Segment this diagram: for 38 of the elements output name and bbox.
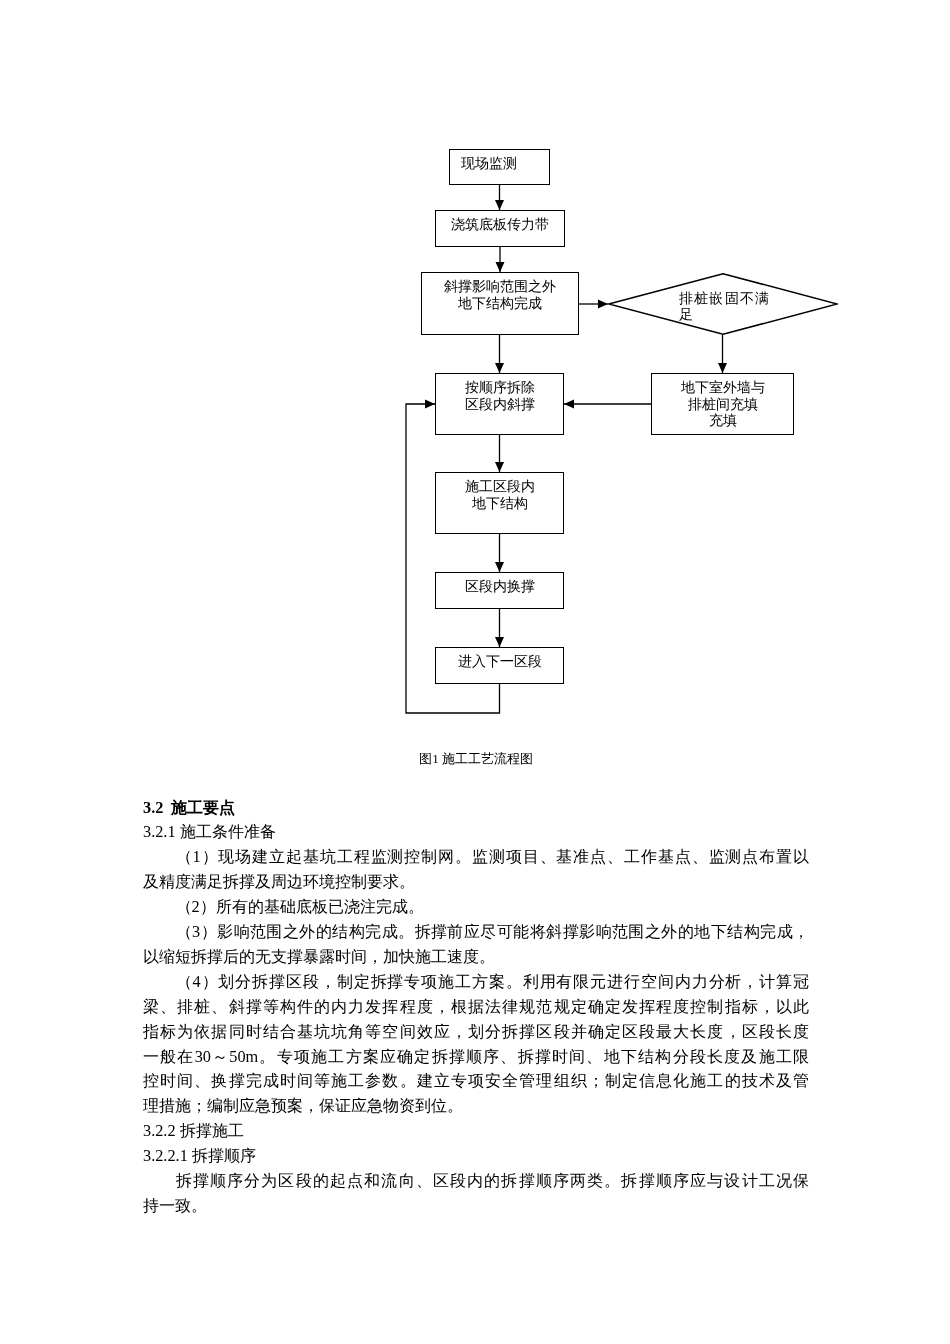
arrow [578,299,609,309]
process-box [435,572,564,609]
process-box [449,149,550,185]
node-text: 斜撑影响范围之外地下结构完成 [444,279,556,312]
subsection-heading: 3.2.2 拆撑施工 [143,1120,244,1143]
process-box [435,472,564,534]
process-box [421,272,579,335]
arrow [563,399,652,409]
node-text: 现场监测 [460,156,517,173]
arrow [495,334,504,374]
paragraph: （1）现场建立起基坑工程监测控制网。监测项目、基准点、工作基点、监测点布置以及精度满足拆撑及周边环境控制要求。 [143,846,809,894]
process-box [435,647,564,684]
arrow [495,184,504,211]
subsection-heading: 3.2.2.1 拆撑顺序 [143,1145,256,1168]
paragraph: （3）影响范围之外的结构完成。拆撑前应尽可能将斜撑影响范围之外的地下结构完成，以缩短拆撑后的无支撑暴露时间，加快施工速度。 [143,921,809,968]
figure-caption: 图1 施工工艺流程图 [419,751,533,766]
section-heading: 3.2 施工要点 [143,796,236,819]
node-text: 浇筑底板传力带 [451,217,549,234]
paragraph: 拆撑顺序分为区段的起点和流向、区段内的拆撑顺序两类。拆撑顺序应与设计工况保持一致。 [143,1170,809,1217]
node-text: 按顺序拆除区段内斜撑 [464,380,535,413]
process-box [435,210,565,247]
subsection-heading: 3.2.1 施工条件准备 [143,821,276,844]
decision-diamond [608,273,838,335]
arrow [495,434,504,473]
arrow [495,246,505,273]
node-text: 区段内换撑 [464,579,535,596]
node-text: 施工区段内地下结构 [464,479,535,512]
node-text: 进入下一区段 [457,654,542,671]
paragraph: （4）划分拆撑区段，制定拆撑专项施工方案。利用有限元进行空间内力分析，计算冠梁、排桩、斜撑等构件的内力发挥程度，根据法律规范规定确定发挥程度控制指标，以此指标为依据同时结合基坑坑角等空间效应，划分拆撑区段并确定区段最大长度，区段长度一般在30～50m。专项施工方案应确定拆撑顺序、拆撑时间、地下结构分段长度及施工限控时间、换撑完成时间等施工参数。建立专项安全管理组织；制定信息化施工的技术及管理措施；编制应急预案，保证应急物资到位。 [143,970,809,1118]
arrow [405,399,501,714]
process-box [435,373,564,435]
process-box [651,373,794,435]
arrow [718,334,727,374]
node-text: 地下室外墙与排桩间充填充填 [680,380,765,430]
arrow [495,608,504,648]
node-text: 排桩嵌固不满足 [679,291,771,323]
paragraph: （2）所有的基础底板已浇注完成。 [175,896,424,919]
arrow [495,533,504,573]
